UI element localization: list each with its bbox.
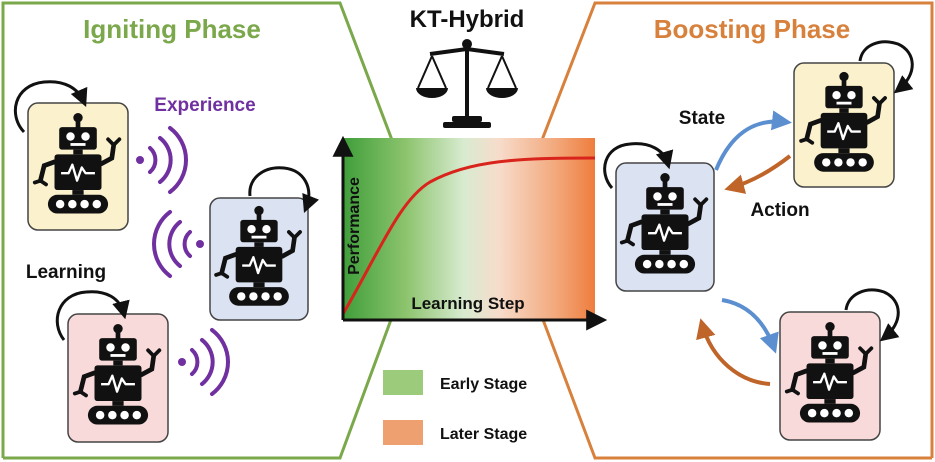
self-loop-arrow	[858, 40, 914, 94]
robot-card-yellow-right	[793, 40, 914, 188]
state-arrow-lower	[721, 298, 779, 354]
legend: Early Stage Later Stage	[383, 370, 527, 445]
stage-gradient-background	[343, 138, 595, 320]
self-loop-arrow	[844, 288, 900, 342]
self-loop-arrow	[13, 80, 88, 134]
robot-card-blue-right	[603, 142, 715, 292]
self-loop-arrow	[603, 142, 674, 189]
state-arrow	[714, 110, 792, 171]
robot-card-pink-left	[55, 290, 169, 443]
robot-card-pink-right	[779, 288, 900, 441]
legend-later-label: Later Stage	[440, 426, 527, 443]
self-loop-arrow	[55, 290, 130, 341]
x-axis-label: Learning Step	[411, 294, 524, 313]
action-label: Action	[750, 200, 809, 221]
y-axis-label: Performance	[346, 177, 363, 275]
kt-hybrid-title: KT-Hybrid	[410, 6, 525, 33]
legend-later-swatch	[383, 420, 423, 445]
experience-signal-waves	[136, 126, 230, 396]
learning-label: Learning	[26, 262, 106, 283]
action-arrow	[724, 154, 792, 194]
balance-scale-icon	[416, 39, 518, 128]
legend-early-label: Early Stage	[440, 376, 527, 393]
performance-chart: Performance Learning Step	[332, 135, 608, 331]
state-label: State	[679, 108, 725, 129]
experience-label: Experience	[154, 95, 255, 116]
action-arrow-lower	[696, 318, 771, 386]
legend-early-swatch	[383, 370, 423, 395]
boosting-phase-title: Boosting Phase	[654, 14, 850, 44]
performance-curve	[341, 156, 596, 315]
robot-card-blue-left	[209, 166, 320, 321]
igniting-phase-title: Igniting Phase	[83, 14, 261, 44]
robot-card-yellow-left	[13, 80, 129, 231]
self-loop-arrow	[248, 166, 320, 214]
